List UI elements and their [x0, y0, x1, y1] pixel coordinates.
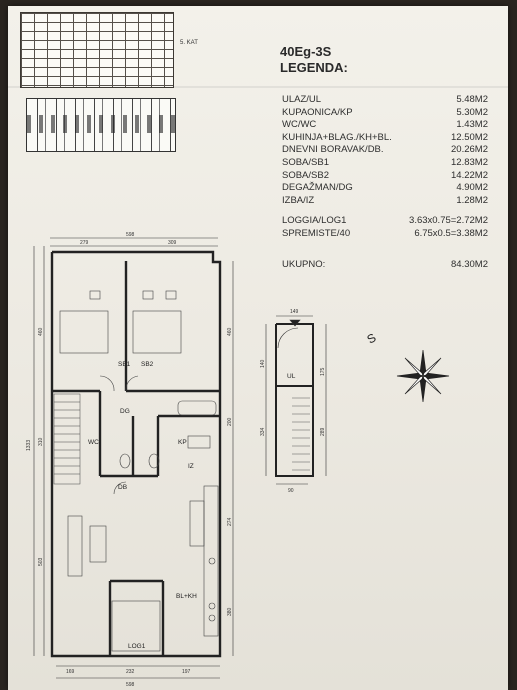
stair-hatch [53, 393, 81, 485]
storage-label: UL [287, 373, 296, 380]
dim-bottom-total: 598 [126, 682, 135, 688]
bed-1 [59, 310, 109, 354]
legend-row: KUPAONICA/KP 5.30M2 [282, 107, 488, 120]
dim-right-b: 200 [227, 417, 233, 426]
floor-plan-drawing: SB1 SB2 DG WC KP IZ DB BL+KH LOG1 598 27… [26, 232, 450, 688]
room-label-blkh: BL+KH [176, 593, 197, 600]
dining-table [189, 500, 205, 547]
legend-heading: LEGENDA: [280, 60, 348, 75]
legend-total-row: UKUPNO: 84.30M2 [282, 259, 488, 272]
room-name: IZBA/IZ [282, 194, 315, 206]
room-label-sb2: SB2 [141, 361, 154, 368]
room-name: SOBA/SB1 [282, 156, 329, 168]
dim-right-a: 460 [227, 327, 233, 336]
apartment-walls [50, 250, 222, 658]
extra-area: 6.75x0.5=3.38M2 [414, 227, 488, 239]
building-elevation-grid [20, 12, 174, 88]
legend-row: ULAZ/UL 5.48M2 [282, 94, 488, 107]
storage-dim-right-b: 289 [320, 427, 326, 436]
room-area: 5.48M2 [456, 94, 488, 105]
sofa [67, 515, 83, 577]
room-area: 1.28M2 [456, 194, 488, 206]
dim-top-total: 598 [126, 232, 135, 238]
room-name: DEGAŽMAN/DG [282, 182, 353, 194]
dim-right-d: 380 [227, 607, 233, 616]
dim-left-b: 310 [38, 437, 44, 446]
dim-bottom-b: 232 [126, 669, 135, 675]
bathtub [177, 400, 217, 416]
room-label-sb1: SB1 [118, 361, 131, 368]
storage-walls [275, 323, 314, 477]
legend-row: IZBA/IZ 1.28M2 [282, 195, 488, 208]
room-label-wc: WC [88, 439, 99, 446]
plan-title-block: 40Eg-3S LEGENDA: [280, 44, 348, 76]
dim-bottom-a: 169 [66, 669, 75, 675]
compass-rose-icon [396, 349, 450, 403]
storage-dim-bottom: 90 [288, 488, 294, 494]
legend-row-extra: LOGGIA/LOG1 3.63x0.75=2.72M2 [282, 215, 488, 228]
legend-row: KUHINJA+BLAG./KH+BL. 12.50M2 [282, 132, 488, 145]
apartment-code: 40Eg-3S [280, 44, 332, 59]
compass-label: S [365, 330, 379, 346]
total-area: 84.30M2 [451, 258, 488, 270]
dim-left-total: 1333 [26, 440, 32, 451]
storage-dim-top: 149 [290, 309, 299, 315]
room-name: DNEVNI BORAVAK/DB. [282, 144, 384, 156]
room-label-iz: IZ [188, 463, 194, 470]
extra-area: 3.63x0.75=2.72M2 [409, 215, 488, 227]
legend-row-extra: SPREMISTE/40 6.75x0.5=3.38M2 [282, 228, 488, 241]
paper-crease [8, 86, 508, 88]
legend-row: SOBA/SB2 14.22M2 [282, 170, 488, 183]
room-area: 1.43M2 [456, 119, 488, 131]
room-area: 12.83M2 [451, 156, 488, 168]
extra-name: SPREMISTE/40 [282, 227, 351, 239]
room-area: 5.30M2 [456, 106, 488, 118]
legend-row: WC/WC 1.43M2 [282, 119, 488, 132]
dim-left-a: 460 [38, 327, 44, 336]
legend-row: DNEVNI BORAVAK/DB. 20.26M2 [282, 144, 488, 157]
room-name: WC/WC [282, 119, 317, 131]
furniture [59, 290, 219, 652]
dim-bottom-c: 197 [182, 669, 191, 675]
total-label: UKUPNO: [282, 258, 326, 270]
dim-left-c: 503 [38, 557, 44, 566]
bed-2 [132, 310, 182, 354]
room-label-dg: DG [120, 408, 130, 415]
room-label-log1: LOG1 [128, 643, 146, 650]
extra-name: LOGGIA/LOG1 [282, 215, 347, 227]
storage-dim-right-a: 175 [320, 367, 326, 376]
room-name: KUPAONICA/KP [282, 106, 353, 118]
floor-plan-sheet: 5. KAT 40Eg-3S LEGENDA: ULAZ/UL 5.48M2 KU… [8, 6, 508, 690]
legend-row: SOBA/SB1 12.83M2 [282, 157, 488, 170]
dim-top-left: 279 [80, 240, 89, 246]
kitchen-counter [203, 485, 219, 637]
room-name: SOBA/SB2 [282, 169, 329, 181]
building-key-plan [26, 98, 176, 152]
floor-code: 5. KAT [180, 40, 198, 46]
dim-top-right: 309 [168, 240, 177, 246]
room-area: 12.50M2 [451, 131, 488, 143]
legend-row: DEGAŽMAN/DG 4.90M2 [282, 182, 488, 195]
room-label-db: DB [118, 484, 127, 491]
room-label-kp: KP [178, 439, 187, 446]
storage-dim-left-b: 334 [260, 427, 266, 436]
storage-stair-hatch [292, 397, 310, 471]
room-name: ULAZ/UL [282, 94, 322, 105]
legend-table: ULAZ/UL 5.48M2 KUPAONICA/KP 5.30M2 WC/WC 1.… [282, 94, 488, 271]
room-area: 20.26M2 [451, 144, 488, 156]
room-area: 4.90M2 [456, 182, 488, 194]
dim-right-c: 274 [227, 517, 233, 526]
loggia-outline [111, 600, 161, 652]
room-area: 14.22M2 [451, 169, 488, 181]
coffee-table [89, 525, 107, 563]
storage-dim-left-a: 140 [260, 359, 266, 368]
room-name: KUHINJA+BLAG./KH+BL. [282, 131, 392, 143]
